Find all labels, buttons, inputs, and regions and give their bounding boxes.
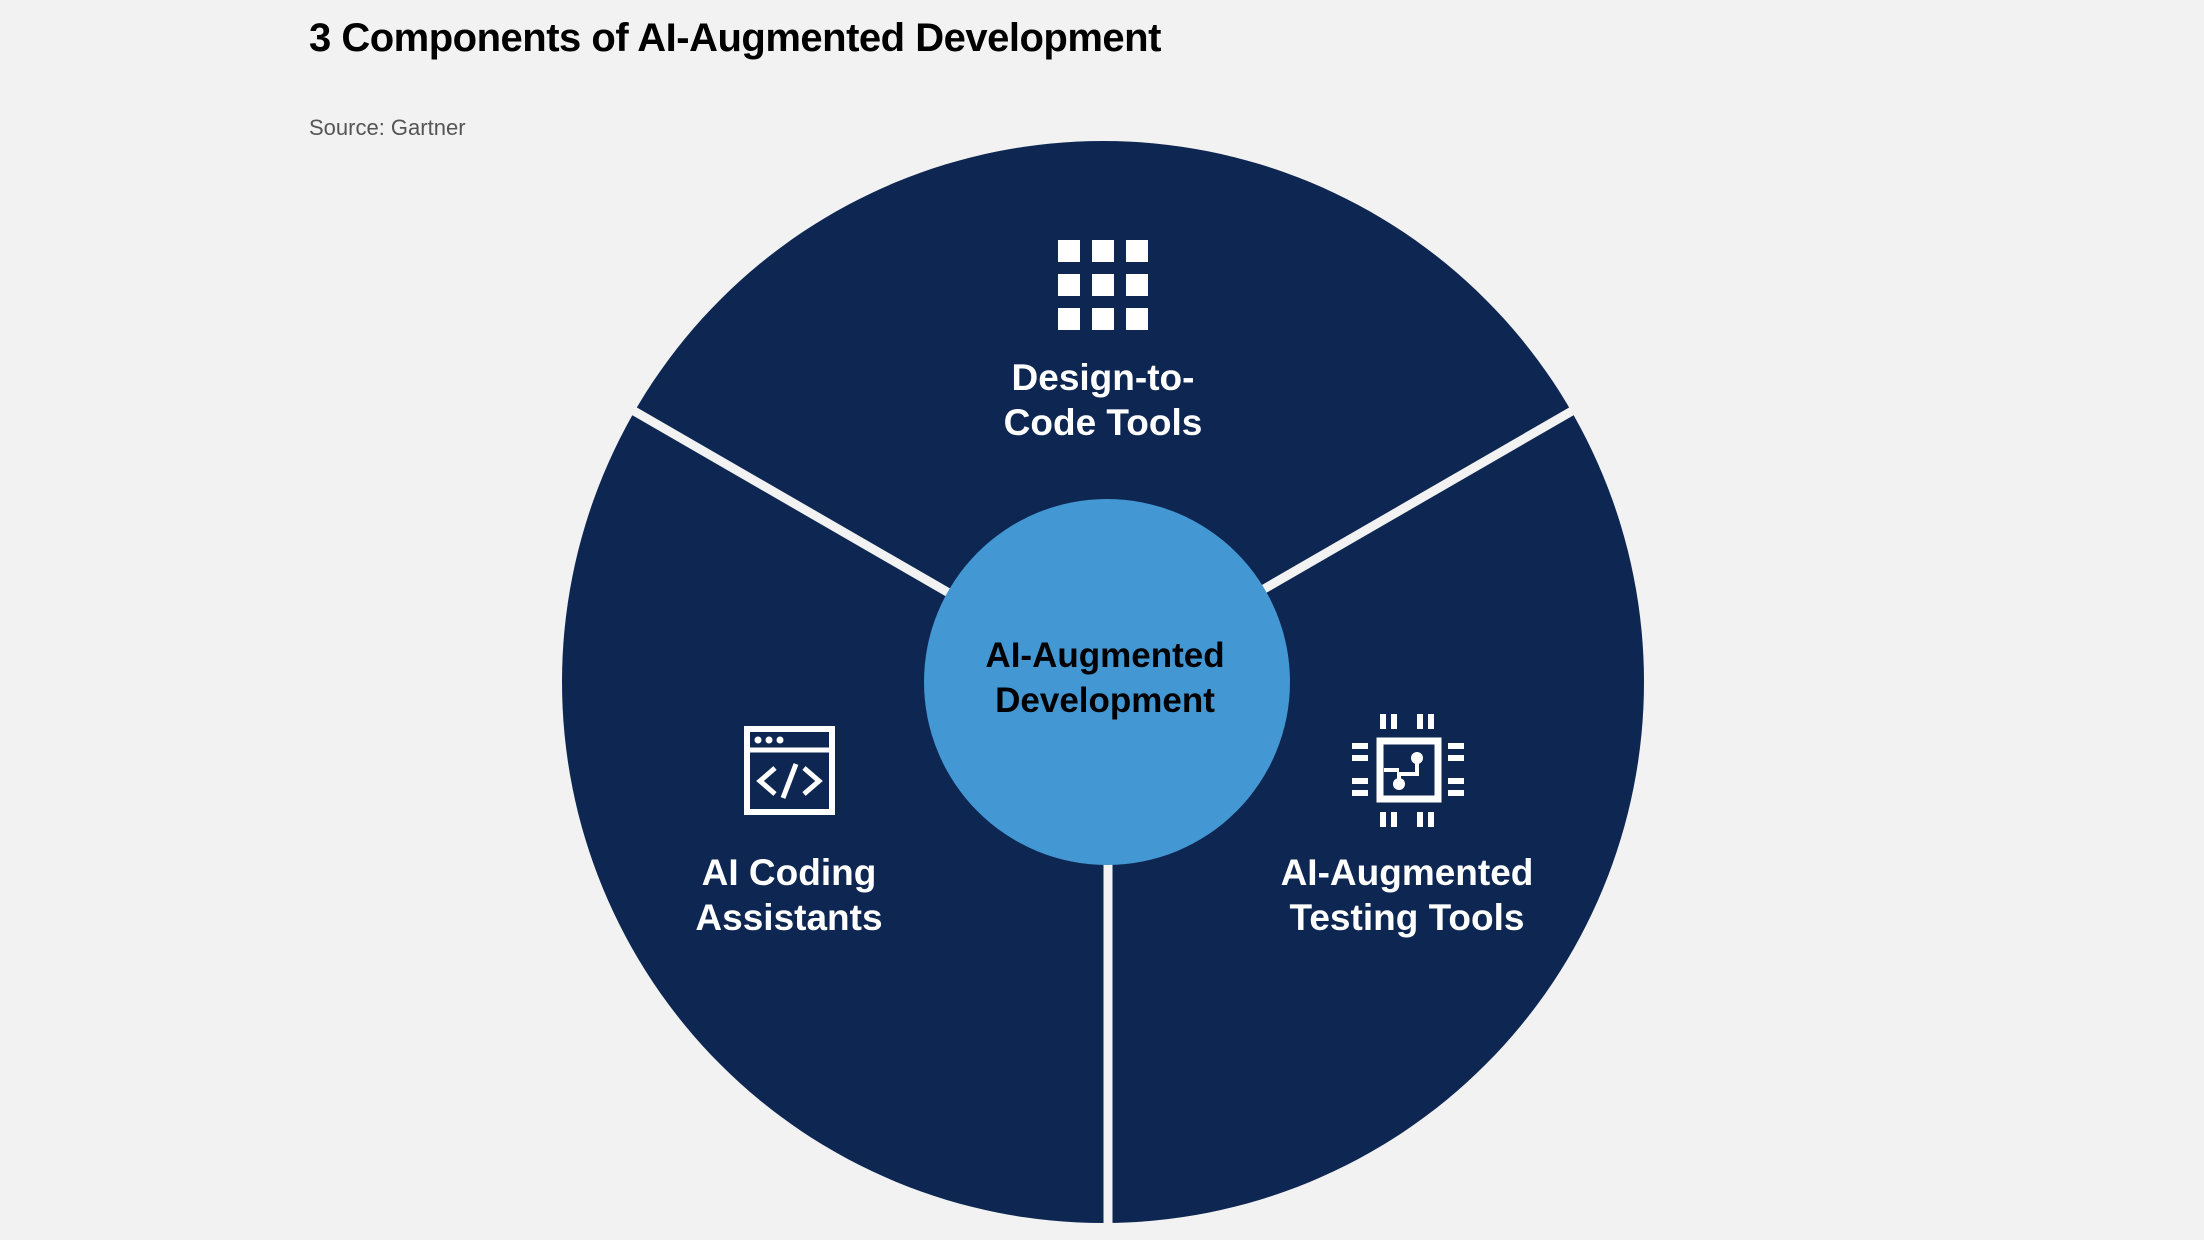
code-window-icon <box>744 726 835 815</box>
segment-label-line: Code Tools <box>1003 402 1203 443</box>
page-title: 3 Components of AI-Augmented Development <box>309 16 1161 60</box>
segment-label-line: Assistants <box>695 897 883 938</box>
center-hub <box>924 499 1290 865</box>
center-label-line: Development <box>995 681 1215 720</box>
grid-icon <box>1058 240 1148 330</box>
segment-label-line: AI-Augmented <box>1280 852 1534 893</box>
segment-label-line: Design-to- <box>1011 357 1195 398</box>
segment-label-line: Testing Tools <box>1289 897 1525 938</box>
center-label-line: AI-Augmented <box>985 636 1225 675</box>
source-note: Source: Gartner <box>309 115 466 140</box>
segment-ai-testing-tools: AI-Augmented Testing Tools <box>1207 850 1607 940</box>
segment-label-line: AI Coding <box>701 852 877 893</box>
segment-ai-coding-assistants: AI Coding Assistants <box>589 850 989 940</box>
segment-design-to-code: Design-to- Code Tools <box>903 355 1303 445</box>
center-label: AI-Augmented Development <box>925 633 1285 723</box>
chip-icon <box>1352 714 1464 827</box>
